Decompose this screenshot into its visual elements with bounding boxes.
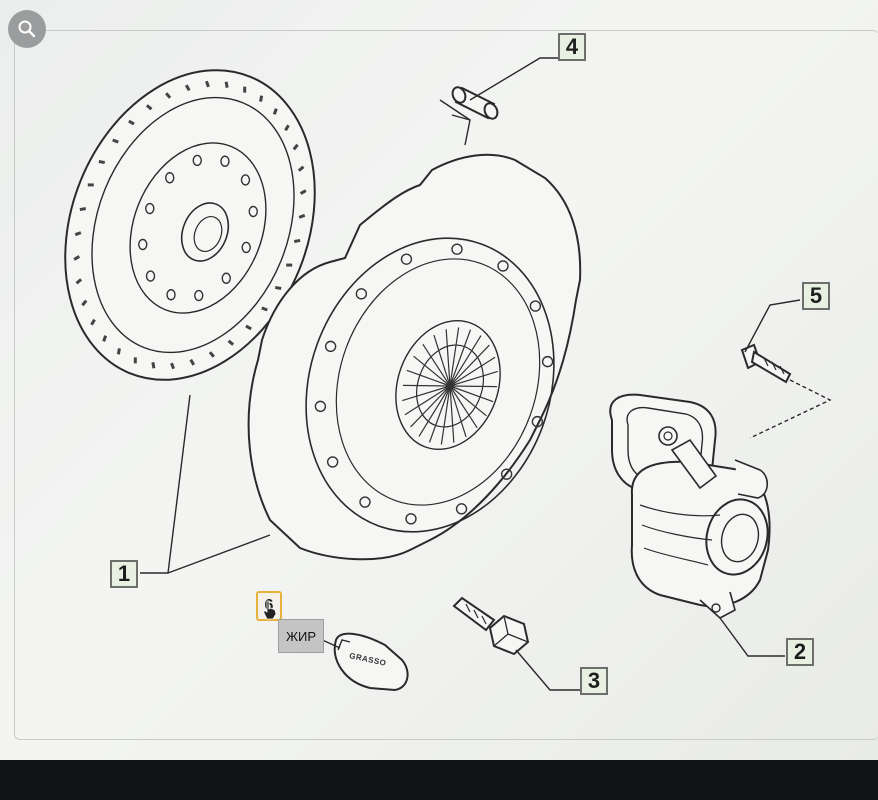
- leader-lines: [140, 57, 801, 691]
- callout-2[interactable]: 2: [786, 638, 814, 666]
- callout-5[interactable]: 5: [802, 282, 830, 310]
- release-bearing: [609, 393, 771, 619]
- diagram-frame: [14, 30, 878, 740]
- dowel-pin: [439, 86, 499, 146]
- search-icon: [18, 20, 36, 38]
- monitor-bezel: [0, 760, 878, 800]
- screen: 1 2 3 4 5 6 ЖИР GRASSO: [0, 0, 878, 760]
- callout-1[interactable]: 1: [110, 560, 138, 588]
- tooltip-grease: ЖИР: [278, 619, 324, 653]
- hand-pointer-icon: [263, 600, 277, 620]
- clutch-disc: [64, 69, 316, 381]
- bolt-5: [740, 343, 792, 384]
- pressure-plate: [247, 153, 582, 561]
- callout-4[interactable]: 4: [558, 33, 586, 61]
- clutch-assembly-diagram: [64, 57, 832, 692]
- zoom-button[interactable]: [8, 10, 46, 48]
- bleed-screw: [452, 596, 530, 656]
- callout-3[interactable]: 3: [580, 667, 608, 695]
- grease-tube: [333, 632, 409, 692]
